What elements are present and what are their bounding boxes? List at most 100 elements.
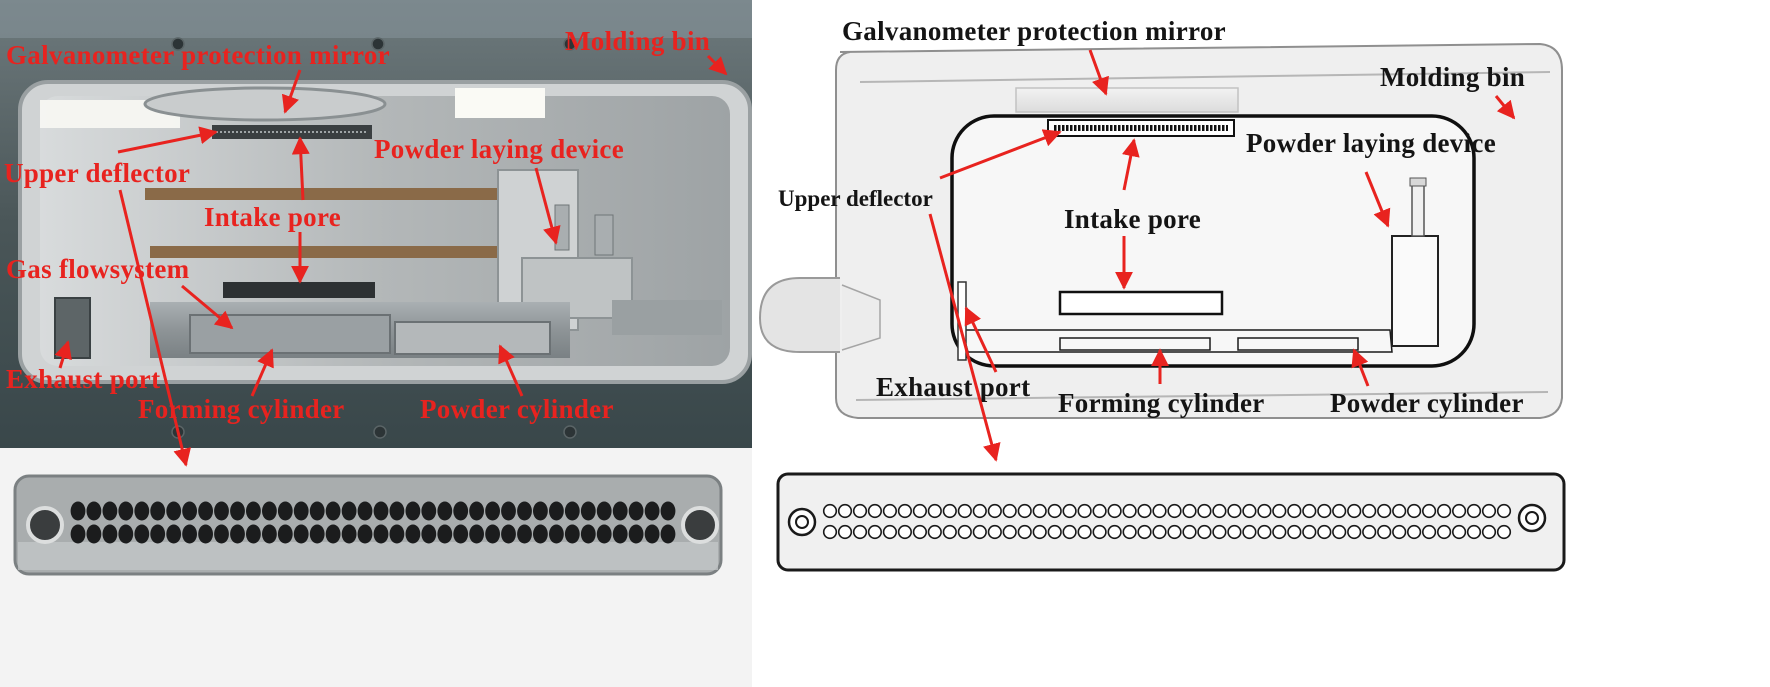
hole [134,524,150,544]
hole [1182,503,1197,519]
hole [1481,524,1497,540]
arrow-exhaust-port [964,306,998,373]
label-powder-laying-device: Powder laying device [1246,128,1496,158]
rivet [563,425,577,439]
hole [1317,524,1332,540]
arrow-gas-flowsystem [181,284,234,330]
hole [1317,503,1332,519]
hole [1152,503,1167,519]
hole [357,501,373,521]
hole [341,501,357,521]
hole [1227,524,1242,540]
hole-array-drawing [822,503,1512,540]
hole [1047,524,1062,540]
label-upper-deflector: Upper deflector [4,158,190,188]
hole [485,501,500,521]
hole [373,501,389,521]
rivet [563,37,577,51]
label-powder-cylinder: Powder cylinder [420,394,614,424]
mount-hole [1517,503,1547,533]
hole [1257,503,1272,519]
hole [549,524,564,544]
hole [309,501,325,521]
hole [1302,524,1317,540]
hole [1152,524,1167,540]
label-galvanometer-protection-mirror: Galvanometer protection mirror [842,16,1226,46]
hole [1017,503,1032,519]
hole [262,501,277,521]
hole [852,503,868,519]
hole [453,524,469,544]
hole [277,501,293,521]
label-exhaust-port: Exhaust port [876,372,1030,402]
hole [134,501,150,521]
hole [70,524,86,544]
hole [612,524,628,544]
rivet [171,37,185,51]
label-intake-pore: Intake pore [1064,204,1201,234]
hole [612,501,628,521]
arrow-forming-cylinder [250,348,274,397]
hole [485,524,500,544]
label-exhaust-port: Exhaust port [6,364,160,394]
hole [389,524,405,544]
hole [1362,503,1377,519]
hole [501,524,516,544]
label-intake-pore: Intake pore [204,202,341,232]
hole [1272,524,1287,540]
hole [1421,503,1437,519]
arrow-molding-bin [1494,95,1516,120]
hole [389,501,405,521]
hole [1032,503,1047,519]
hole [852,524,868,540]
hole [1122,524,1137,540]
hole [1436,503,1452,519]
hole [644,501,660,521]
hole [660,501,676,521]
hole [822,524,838,540]
hole [405,501,421,521]
hole [1107,503,1122,519]
guide-rail [145,188,525,200]
hole [1287,503,1302,519]
arrow-intake-pore-up [291,136,310,201]
hole [1077,503,1092,519]
hole [628,501,644,521]
hole [86,501,102,521]
hole [1227,503,1242,519]
hole [972,503,987,519]
left-labels: Galvanometer protection mirror Molding b… [4,26,728,467]
guide-rail [150,246,520,258]
hole [118,524,134,544]
hole [1257,524,1272,540]
hole [150,524,166,544]
hole [469,524,484,544]
arrow-upper-deflector [117,126,218,154]
hole [927,524,942,540]
hole [230,501,245,521]
hole [405,524,421,544]
left-deflector-photo [0,448,752,687]
hole [987,524,1002,540]
hole [533,501,548,521]
hole [549,501,564,521]
hole [912,503,928,519]
hole-array [70,501,676,544]
label-powder-cylinder: Powder cylinder [1330,388,1524,418]
hole [942,503,957,519]
hole [1122,503,1137,519]
hole [325,524,341,544]
hole [421,501,437,521]
hole [1377,503,1392,519]
arrow-powder-cylinder [1351,348,1370,387]
mount-hole [681,506,719,544]
label-powder-laying-device: Powder laying device [374,134,624,164]
intake-slot-drawing [1058,290,1224,316]
hole [987,503,1002,519]
exhaust-nozzle [758,277,840,353]
hole [166,501,182,521]
upper-deflector-strip [1047,119,1235,137]
hole [517,501,532,521]
hole [533,524,548,544]
galvanometer-mirror [143,86,387,122]
